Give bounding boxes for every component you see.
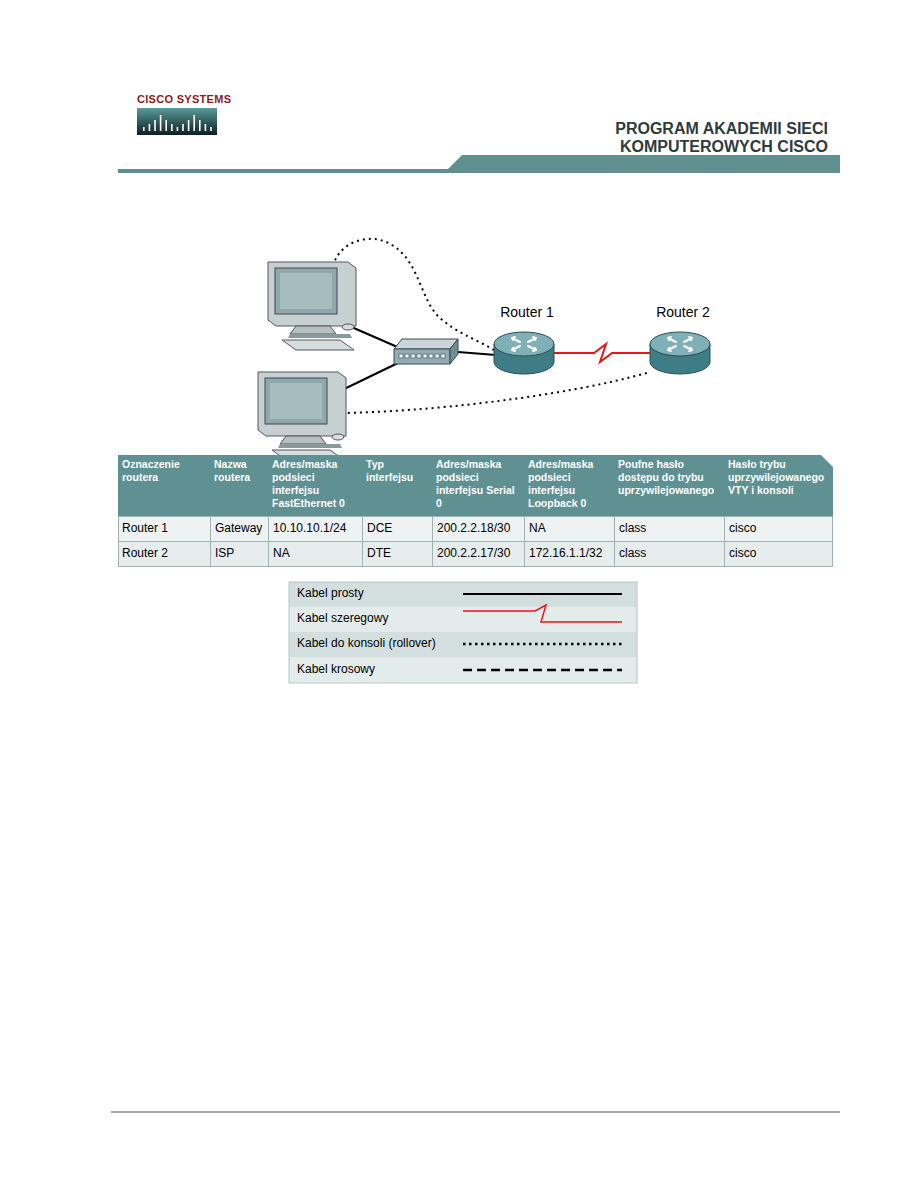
- table-header-cell: Adres/maska podsieci interfejsu FastEthe…: [268, 455, 362, 516]
- table-header-cell: Nazwa routera: [210, 455, 268, 516]
- legend-text: Kabel szeregowy: [297, 611, 388, 625]
- header-band: [447, 155, 840, 170]
- table-cell: class: [614, 516, 724, 541]
- legend-row: [289, 632, 637, 657]
- table-cell: 200.2.2.17/30: [432, 541, 524, 566]
- pc-icon: [268, 262, 356, 350]
- legend-serial-sample: [463, 605, 622, 622]
- table-header-cell: Adres/maska podsieci interfejsu Loopback…: [524, 455, 614, 516]
- legend-straight-sample: [463, 593, 622, 595]
- hub-icon: [394, 339, 458, 364]
- table-cell: DCE: [362, 516, 432, 541]
- table-cell: Gateway: [210, 516, 268, 541]
- legend-row: [289, 582, 637, 607]
- table-cell: 200.2.2.18/30: [432, 516, 524, 541]
- table-cell: NA: [268, 541, 362, 566]
- legend-console-sample: [463, 643, 622, 646]
- table-cell: Router 2: [118, 541, 210, 566]
- legend-row: [289, 657, 637, 683]
- router-icon: [488, 324, 560, 382]
- table-header-cell: Oznaczenie routera: [118, 455, 210, 516]
- table-cell: ISP: [210, 541, 268, 566]
- table-cell: NA: [524, 516, 614, 541]
- table-cell: 172.16.1.1/32: [524, 541, 614, 566]
- console-cable: [333, 239, 494, 350]
- straight-cable: [338, 362, 400, 392]
- serial-cable: [554, 344, 650, 362]
- router-label: Router 1: [488, 304, 566, 320]
- footer-rule: [111, 1112, 840, 1113]
- table-cell: 10.10.10.1/24: [268, 516, 362, 541]
- logo-text: CISCO SYSTEMS: [137, 93, 231, 105]
- legend-box: [289, 582, 637, 683]
- logo-box: [137, 108, 217, 135]
- legend-text: Kabel do konsoli (rollover): [297, 636, 436, 650]
- straight-cable: [458, 352, 496, 355]
- router-node: Router 2: [644, 304, 722, 382]
- legend-text: Kabel prosty: [297, 586, 364, 600]
- table-cell: Router 1: [118, 516, 210, 541]
- header-title: PROGRAM AKADEMII SIECI KOMPUTEROWYCH CIS…: [566, 120, 828, 156]
- table-header-cell: Typ interfejsu: [362, 455, 432, 516]
- table-cell: cisco: [724, 541, 833, 566]
- table-header-cell: Hasło trybu uprzywilejowanego VTY i kons…: [724, 455, 833, 516]
- logo-bars: [143, 115, 212, 131]
- table-cell: cisco: [724, 516, 833, 541]
- legend-crossover-sample: [463, 669, 622, 672]
- table-cell: DTE: [362, 541, 432, 566]
- router-label: Router 2: [644, 304, 722, 320]
- table-header-cell: Adres/maska podsieci interfejsu Serial 0: [432, 455, 524, 516]
- legend-text: Kabel krosowy: [297, 662, 375, 676]
- console-cable: [342, 372, 650, 413]
- router-icon: [644, 324, 716, 382]
- pc-icon: [258, 372, 346, 460]
- table-header-cell: Poufne hasło dostępu do trybu uprzywilej…: [614, 455, 724, 516]
- table-cell: class: [614, 541, 724, 566]
- router-node: Router 1: [488, 304, 566, 382]
